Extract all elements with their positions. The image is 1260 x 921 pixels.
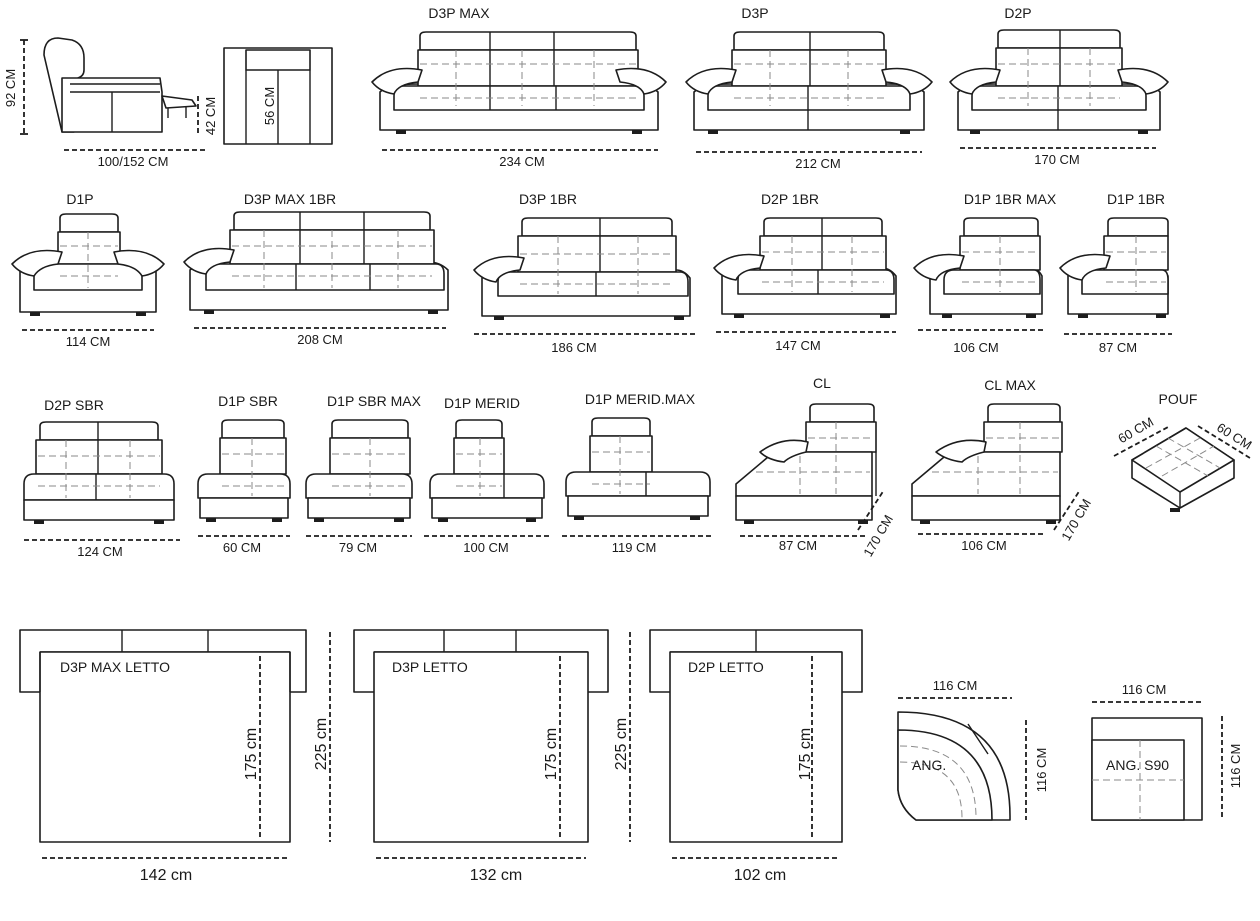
sofa-d3p-max-1br-dim: 208 CM <box>297 332 343 347</box>
bed-d3p-letto: D3P LETTO 175 cm 225 cm 132 cm <box>353 629 631 884</box>
bed-d2p-letto-label: D2P LETTO <box>688 659 764 675</box>
sofa-d1p-sbr-max: D1P SBR MAX 79 CM <box>305 393 422 555</box>
sofa-d1p-1br-dim: 87 CM <box>1099 340 1137 355</box>
bed-d2p-letto-inner: 175 cm <box>797 728 814 780</box>
sofa-d1p-sbr-label: D1P SBR <box>218 393 278 409</box>
sofa-d2p: D2P 170 CM <box>949 5 1169 167</box>
sofa-d1p-1br-max: D1P 1BR MAX 106 CM <box>913 191 1057 355</box>
sofa-cl-label: CL <box>813 375 831 391</box>
sofa-d3p-label: D3P <box>741 5 768 21</box>
recliner-height-dim: 92 CM <box>3 39 28 135</box>
sofa-d1p-merid-max: D1P MERID.MAX 119 CM <box>562 391 712 555</box>
sofa-d1p-merid-label: D1P MERID <box>444 395 520 411</box>
sofa-d1p-1br-max-dim: 106 CM <box>953 340 999 355</box>
sofa-d1p-merid-max-dim: 119 CM <box>612 540 657 555</box>
sofa-d1p-1br-max-label: D1P 1BR MAX <box>964 191 1057 207</box>
bed-d3p-max-letto-width: 142 cm <box>140 867 192 884</box>
corner-ang-s90: 116 CM ANG. S90 116 CM <box>1091 682 1243 821</box>
sofa-d3p-1br: D3P 1BR 186 CM <box>473 191 696 355</box>
bed-d3p-max-letto-outer: 225 cm <box>313 718 330 770</box>
pouf: POUF 60 CM 60 CM <box>1113 391 1255 512</box>
corner-ang-s90-top-dim: 116 CM <box>1122 682 1167 697</box>
sofa-d2p-1br-dim: 147 CM <box>775 338 821 353</box>
bed-d2p-letto-width: 102 cm <box>734 867 786 884</box>
bed-d2p-letto: D2P LETTO 175 cm 102 cm <box>649 629 863 884</box>
corner-ang-s90-label: ANG. S90 <box>1106 757 1169 773</box>
sofa-d3p-1br-dim: 186 CM <box>551 340 597 355</box>
sofa-d3p-max: D3P MAX 234 CM <box>371 5 667 169</box>
sofa-d1p-sbr-dim: 60 CM <box>223 540 261 555</box>
sofa-d1p-label: D1P <box>66 191 93 207</box>
sofa-d1p-sbr: D1P SBR 60 CM <box>197 393 291 555</box>
pouf-label: POUF <box>1159 391 1198 407</box>
recliner-side-view: 92 CM 42 CM 100/152 CM <box>3 37 218 169</box>
sofa-d1p-1br-label: D1P 1BR <box>1107 191 1165 207</box>
sofa-d1p-1br: D1P 1BR 87 CM <box>1059 191 1172 355</box>
sofa-d2p-sbr-dim: 124 CM <box>77 544 123 559</box>
sofa-d3p-dim: 212 CM <box>795 156 841 171</box>
chair-top-view: 56 CM <box>223 47 333 145</box>
bed-d3p-letto-width: 132 cm <box>470 867 522 884</box>
sofa-cl-max-dim: 106 CM <box>961 538 1007 553</box>
sofa-d2p-label: D2P <box>1004 5 1031 21</box>
sofa-d2p-1br-label: D2P 1BR <box>761 191 819 207</box>
sofa-d1p-sbr-max-dim: 79 CM <box>339 540 377 555</box>
recliner-leg-label: 42 CM <box>203 97 218 135</box>
bed-d3p-max-letto: D3P MAX LETTO 175 cm 225 cm 142 cm <box>19 629 331 884</box>
sofa-cl: CL 87 CM 170 CM <box>735 375 896 559</box>
pouf-dim-a: 60 CM <box>1115 414 1156 446</box>
recliner-width-dim: 100/152 CM <box>64 149 206 169</box>
sofa-cl-max-label: CL MAX <box>984 377 1036 393</box>
sofa-d1p-sbr-max-label: D1P SBR MAX <box>327 393 422 409</box>
chair-depth-label: 56 CM <box>262 87 277 125</box>
sofa-d3p: D3P 212 CM <box>685 5 933 171</box>
sofa-d2p-sbr: D2P SBR 124 CM <box>23 397 180 559</box>
bed-d3p-max-letto-inner: 175 cm <box>243 728 260 780</box>
recliner-width-label: 100/152 CM <box>98 154 169 169</box>
sofa-d3p-max-1br: D3P MAX 1BR 208 CM <box>183 191 449 347</box>
sofa-d1p-merid: D1P MERID 100 CM <box>424 395 550 555</box>
bed-d3p-letto-label: D3P LETTO <box>392 659 468 675</box>
sofa-d2p-1br: D2P 1BR 147 CM <box>713 191 897 353</box>
corner-ang-label: ANG. <box>912 757 946 773</box>
corner-ang-s90-side-dim: 116 CM <box>1228 744 1243 789</box>
sofa-d1p-merid-max-label: D1P MERID.MAX <box>585 391 696 407</box>
sofa-d3p-max-label: D3P MAX <box>428 5 490 21</box>
bed-d3p-letto-outer: 225 cm <box>613 718 630 770</box>
recliner-leg-dim: 42 CM <box>197 96 218 135</box>
recliner-height-label: 92 CM <box>3 69 18 107</box>
sofa-cl-max-depth: 170 CM <box>1058 496 1094 543</box>
corner-ang-top-dim: 116 CM <box>933 678 978 693</box>
sofa-d3p-1br-label: D3P 1BR <box>519 191 577 207</box>
sofa-d3p-max-dim: 234 CM <box>499 154 545 169</box>
bed-d3p-max-letto-label: D3P MAX LETTO <box>60 659 170 675</box>
sofa-d1p-dim: 114 CM <box>66 334 111 349</box>
sofa-d2p-sbr-label: D2P SBR <box>44 397 104 413</box>
sofa-d1p-merid-dim: 100 CM <box>463 540 509 555</box>
sofa-d3p-max-1br-label: D3P MAX 1BR <box>244 191 336 207</box>
corner-ang-side-dim: 116 CM <box>1034 748 1049 793</box>
bed-d3p-letto-inner: 175 cm <box>543 728 560 780</box>
sofa-d1p: D1P 114 CM <box>11 191 165 349</box>
sofa-cl-dim: 87 CM <box>779 538 817 553</box>
sofa-cl-max: CL MAX 106 CM 170 CM <box>911 377 1094 553</box>
sofa-d2p-dim: 170 CM <box>1034 152 1080 167</box>
corner-ang: 116 CM ANG. 116 CM <box>897 678 1049 821</box>
